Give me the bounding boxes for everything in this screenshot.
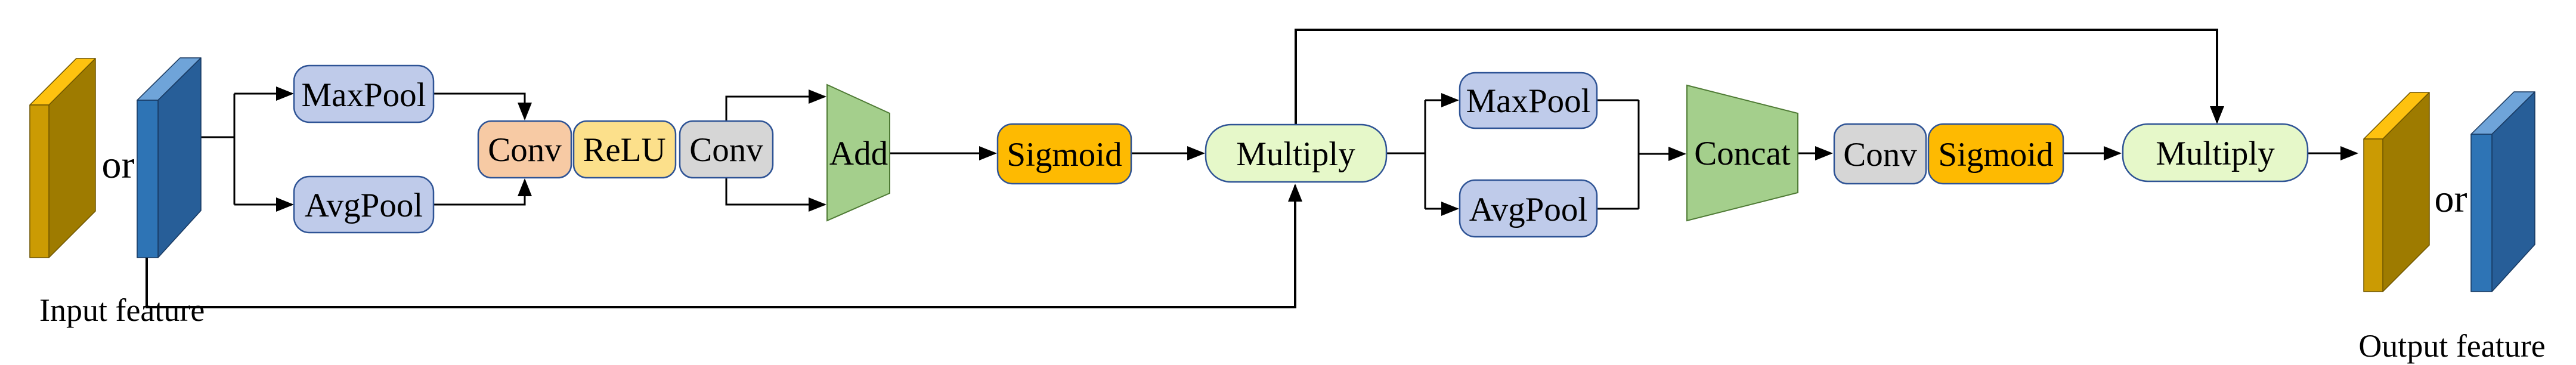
avgpool1-node: AvgPool <box>293 175 435 234</box>
relu-label: ReLU <box>583 131 665 169</box>
or-label-left: or <box>102 143 135 187</box>
multiply2-label: Multiply <box>2156 135 2275 172</box>
maxpool2-label: MaxPool <box>1466 82 1590 120</box>
edge-conv2-bottom-to-add <box>725 178 826 212</box>
conv2-node: Conv <box>679 120 774 179</box>
output-feature-label: Output feature <box>2358 328 2545 364</box>
blue-slab-front-face <box>2470 134 2493 292</box>
concat-trapezoid <box>1686 84 1798 222</box>
output-feature-blue-slab <box>2470 91 2535 292</box>
maxpool1-label: MaxPool <box>301 76 426 114</box>
conv2-box <box>679 120 774 179</box>
conv1-box <box>477 120 572 179</box>
maxpool2-box <box>1459 72 1598 129</box>
maxpool1-node: MaxPool <box>293 64 435 123</box>
gold-slab-front-face <box>2363 138 2383 292</box>
maxpool1-box <box>293 64 435 123</box>
input-feature-blue-slab <box>137 57 202 258</box>
conv3-label: Conv <box>1843 136 1917 174</box>
avgpool2-box <box>1459 179 1598 238</box>
multiply2-box <box>2122 123 2309 182</box>
sigmoid2-box <box>1927 123 2064 185</box>
multiply1-label: Multiply <box>1236 135 1355 173</box>
conv3-box <box>1833 123 1927 185</box>
sigmoid2-node: Sigmoid <box>1927 123 2064 185</box>
input-feature-label: Input feature <box>39 292 205 328</box>
edge-avgpool1-to-conv1 <box>434 178 532 206</box>
edges <box>145 29 2358 308</box>
gold-slab-front-face <box>29 104 49 258</box>
concat-label: Concat <box>1694 135 1791 172</box>
input-feature-gold-slab <box>29 58 96 258</box>
relu-node: ReLU <box>572 120 677 179</box>
avgpool2-node: AvgPool <box>1459 179 1598 238</box>
edge-maxpool1-to-conv1 <box>434 92 532 120</box>
add-label: Add <box>829 135 888 172</box>
concat-node: Concat <box>1686 84 1798 222</box>
conv2-label: Conv <box>689 131 763 169</box>
conv1-label: Conv <box>488 131 562 169</box>
add-trapezoid <box>826 83 890 222</box>
avgpool2-label: AvgPool <box>1469 191 1587 228</box>
avgpool1-box <box>293 175 435 234</box>
add-node: Add <box>826 83 890 222</box>
or-label-right: or <box>2435 177 2467 221</box>
edge-conv2-top-to-add <box>725 89 826 121</box>
output-feature-gold-slab <box>2363 92 2430 292</box>
conv1-node: Conv <box>477 120 572 179</box>
relu-box <box>572 120 677 179</box>
sigmoid1-box <box>996 123 1132 185</box>
avgpool1-label: AvgPool <box>305 187 423 224</box>
sigmoid1-label: Sigmoid <box>1007 136 1122 174</box>
multiply1-node: Multiply <box>1205 123 1388 183</box>
conv3-node: Conv <box>1833 123 1927 185</box>
sigmoid2-label: Sigmoid <box>1938 136 2053 174</box>
edge-input-bypass-to-multiply1 <box>145 184 1302 308</box>
multiply2-node: Multiply <box>2122 123 2309 182</box>
maxpool2-node: MaxPool <box>1459 72 1598 129</box>
multiply1-box <box>1205 123 1388 183</box>
edge-multiply1-bypass-to-multiply2 <box>1295 29 2224 125</box>
blue-slab-front-face <box>137 100 159 258</box>
sigmoid1-node: Sigmoid <box>996 123 1132 185</box>
